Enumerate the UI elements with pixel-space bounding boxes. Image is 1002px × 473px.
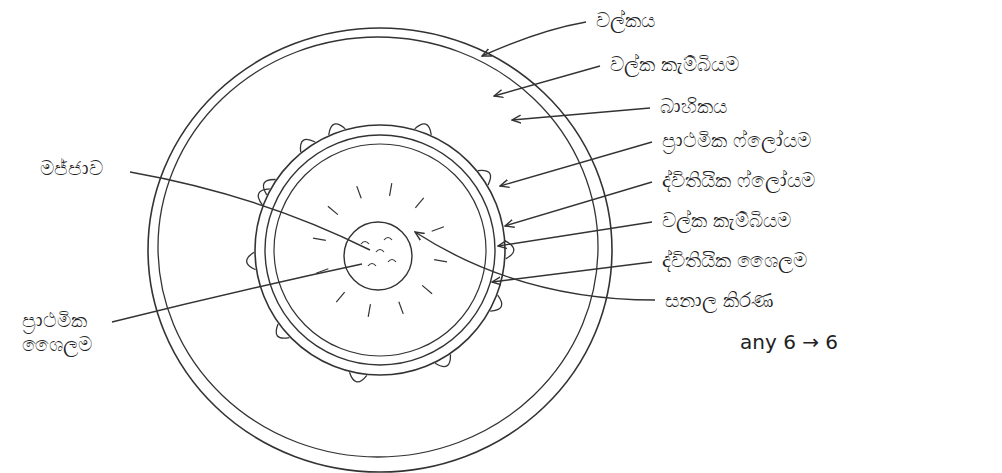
primary-phloem-bump — [258, 189, 270, 205]
phloem-ring — [255, 125, 505, 375]
primary-xylem-mark — [361, 242, 369, 245]
primary-phloem-bump — [300, 139, 315, 152]
vascular-ray — [336, 292, 344, 302]
label-primary-xylem: ප්‍රාථමික ශෛලම — [22, 308, 118, 356]
primary-xylem-mark — [384, 238, 392, 241]
tissue-details — [247, 124, 514, 382]
primary-phloem-bump — [263, 180, 275, 195]
label-bark: වල්කය — [596, 8, 655, 32]
label-vascular-rays: සනාල කිරණ — [665, 288, 773, 312]
vascular-ray — [422, 285, 432, 293]
primary-xylem-mark — [376, 250, 384, 253]
vascular-ray — [399, 302, 403, 314]
primary-xylem-mark — [368, 264, 376, 267]
vascular-ray — [313, 238, 326, 240]
vascular-ray — [434, 260, 447, 262]
cork-cambium-ring — [158, 37, 598, 457]
primary-phloem-bump — [490, 295, 502, 311]
vascular-ray — [432, 227, 444, 231]
primary-phloem-bump — [247, 252, 256, 270]
xylem-ring — [274, 144, 486, 356]
pith — [344, 222, 412, 290]
primary-phloem-bump — [478, 170, 491, 185]
primary-xylem-mark — [388, 260, 396, 263]
label-secondary-xylem: ද්විතියික ශෛලම — [662, 248, 807, 272]
cambium-ring — [265, 135, 495, 365]
primary-phloem-bump — [276, 324, 289, 338]
primary-phloem-bump — [435, 354, 450, 366]
vascular-ray — [328, 206, 338, 214]
vascular-ray — [390, 183, 392, 196]
label-cortex: බාහිකය — [660, 94, 727, 118]
label-secondary-phloem: ද්විතියික ෆ්ලෝයම — [662, 168, 815, 192]
vascular-ray — [368, 304, 370, 317]
primary-phloem-bump — [349, 372, 366, 382]
mark-note: any 6 → 6 — [740, 330, 838, 354]
label-cambium: වල්ක කැම්බියම — [662, 208, 791, 232]
primary-phloem-bump — [329, 124, 346, 135]
label-cork-cambium: වල්ක කැම්බියම — [610, 52, 739, 76]
vascular-ray — [415, 198, 423, 208]
leader-lines — [112, 22, 655, 322]
primary-phloem-bump — [415, 124, 432, 135]
outer-bark — [148, 28, 612, 472]
label-primary-phloem: ප්‍රාථමික ෆ්ලෝයම — [662, 128, 811, 152]
vascular-ray — [357, 186, 361, 198]
label-pith: මජ්ජාව — [40, 156, 103, 180]
